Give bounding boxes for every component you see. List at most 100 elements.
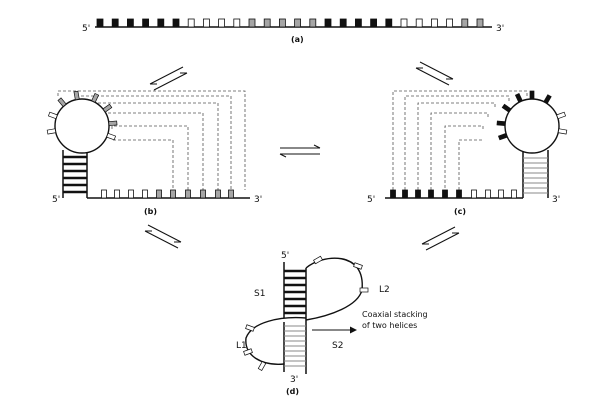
panel-c-hairpin-loop bbox=[504, 98, 560, 154]
panel-a-base-bars bbox=[96, 18, 484, 28]
panel-c-hairpin-structure: 5' 3' (c) bbox=[367, 90, 568, 216]
panel-c-tail-bar bbox=[428, 189, 434, 199]
pseudoknot-loop-base-tick bbox=[353, 262, 363, 270]
loop-base-tick bbox=[57, 97, 67, 108]
loop-base-tick bbox=[514, 92, 523, 103]
panel-b-loop-bases bbox=[46, 90, 118, 141]
pseudoknot-loop-base-tick bbox=[243, 348, 253, 356]
panel-b-5prime-label: 5' bbox=[52, 195, 60, 205]
panel-b-hairpin-structure: 5' 3' (b) bbox=[46, 90, 262, 216]
helix-s2-label: S2 bbox=[332, 341, 343, 351]
loop-base-tick bbox=[106, 132, 117, 141]
pseudoknot-loop-bases bbox=[243, 255, 369, 371]
panel-b-tail-bar bbox=[156, 189, 162, 199]
loop-base-tick bbox=[73, 90, 80, 101]
panel-b-tail-bar bbox=[101, 189, 107, 199]
loop-base-tick bbox=[543, 94, 552, 105]
panel-c-tail-bases bbox=[390, 189, 517, 199]
panel-b-3prime-label: 3' bbox=[254, 195, 262, 205]
panel-b-tail-bar bbox=[185, 189, 191, 199]
equilibrium-arrow-b-c bbox=[279, 144, 321, 158]
panel-b-label: (b) bbox=[144, 207, 157, 216]
panel-a-base-bar bbox=[385, 18, 393, 28]
panel-a-base-bar bbox=[263, 18, 271, 28]
loop-base-tick bbox=[556, 111, 567, 120]
equilibrium-arrow-a-c bbox=[415, 61, 454, 86]
panel-c-3prime-label: 3' bbox=[552, 195, 560, 205]
panel-a-base-bar bbox=[339, 18, 347, 28]
panel-d-label: (d) bbox=[286, 387, 299, 396]
panel-b-tail-bar bbox=[200, 189, 206, 199]
panel-a-label: (a) bbox=[291, 35, 304, 44]
panel-a-base-bar bbox=[202, 18, 210, 28]
loop-base-tick bbox=[102, 103, 113, 113]
pseudoknot-loop-base-tick bbox=[359, 287, 369, 293]
panel-c-tail-bar bbox=[456, 189, 462, 199]
panel-a-base-bar bbox=[111, 18, 119, 28]
panel-a-base-bar bbox=[400, 18, 408, 28]
pseudoknot-loop-l1 bbox=[245, 316, 307, 365]
panel-a-base-bar bbox=[157, 18, 165, 28]
loop-base-tick bbox=[91, 92, 100, 103]
panel-a-3prime-label: 3' bbox=[496, 24, 504, 34]
coaxial-annotation-line-1: Coaxial stacking bbox=[362, 310, 428, 319]
panel-a-base-bar bbox=[233, 18, 241, 28]
panel-a-base-bar bbox=[96, 18, 104, 28]
panel-c-tail-bar bbox=[442, 189, 448, 199]
pseudoknot-loop-base-tick bbox=[257, 361, 267, 371]
panel-a-linear-strand: 5' 3' (a) bbox=[82, 18, 504, 44]
panel-a-base-bar bbox=[354, 18, 362, 28]
pseudoknot-loop-base-tick bbox=[313, 255, 323, 265]
panel-b-tail-bar bbox=[228, 189, 234, 199]
loop-l2-label: L2 bbox=[379, 285, 390, 295]
panel-a-base-bar bbox=[446, 18, 454, 28]
loop-base-tick bbox=[46, 128, 57, 135]
panel-c-5prime-label: 5' bbox=[367, 195, 375, 205]
panel-c-tail-bar bbox=[498, 189, 504, 199]
panel-c-tail-bar bbox=[415, 189, 421, 199]
loop-base-tick bbox=[497, 132, 508, 141]
panel-b-tail-bar bbox=[114, 189, 120, 199]
loop-base-tick bbox=[108, 120, 118, 127]
loop-l1-label: L1 bbox=[236, 341, 247, 351]
panel-b-tail-bar bbox=[142, 189, 148, 199]
panel-c-tail-bar bbox=[511, 189, 517, 199]
panel-b-stem bbox=[62, 150, 88, 198]
panel-c-label: (c) bbox=[454, 207, 466, 216]
helix-s1-label: S1 bbox=[254, 289, 265, 299]
panel-a-base-bar bbox=[218, 18, 226, 28]
pseudoknot-helix-s2 bbox=[283, 318, 307, 374]
panel-a-base-bar bbox=[278, 18, 286, 28]
panel-c-tail-bar bbox=[402, 189, 408, 199]
panel-b-hairpin-loop bbox=[54, 98, 110, 154]
panel-a-base-bar bbox=[187, 18, 195, 28]
panel-b-tail-bar bbox=[128, 189, 134, 199]
panel-b-tail-bar bbox=[215, 189, 221, 199]
panel-c-tail-bar bbox=[390, 189, 396, 199]
panel-d-pseudoknot-structure: 5' 3' S1 S2 L1 L2 Coaxial stacking of tw… bbox=[236, 251, 428, 396]
panel-a-base-bar bbox=[461, 18, 469, 28]
panel-b-tail-bar bbox=[170, 189, 176, 199]
equilibrium-arrow-a-b bbox=[149, 66, 188, 91]
panel-c-tail-bar bbox=[485, 189, 491, 199]
pseudoknot-loop-base-tick bbox=[245, 324, 255, 332]
panel-a-base-bar bbox=[415, 18, 423, 28]
loop-base-tick bbox=[496, 120, 506, 127]
panel-a-base-bar bbox=[172, 18, 180, 28]
panel-d-5prime-label: 5' bbox=[281, 251, 289, 261]
panel-a-5prime-label: 5' bbox=[82, 24, 90, 34]
panel-a-base-bar bbox=[324, 18, 332, 28]
panel-a-base-bar bbox=[430, 18, 438, 28]
panel-d-3prime-label: 3' bbox=[290, 375, 298, 385]
panel-a-base-bar bbox=[142, 18, 150, 28]
coaxial-annotation-line-2: of two helices bbox=[362, 321, 417, 330]
panel-b-tail-bases bbox=[101, 189, 234, 199]
panel-a-base-bar bbox=[309, 18, 317, 28]
panel-c-stem bbox=[522, 150, 549, 198]
loop-base-tick bbox=[529, 90, 535, 100]
panel-a-base-bar bbox=[294, 18, 302, 28]
panel-a-base-bar bbox=[476, 18, 484, 28]
panel-a-base-bar bbox=[370, 18, 378, 28]
